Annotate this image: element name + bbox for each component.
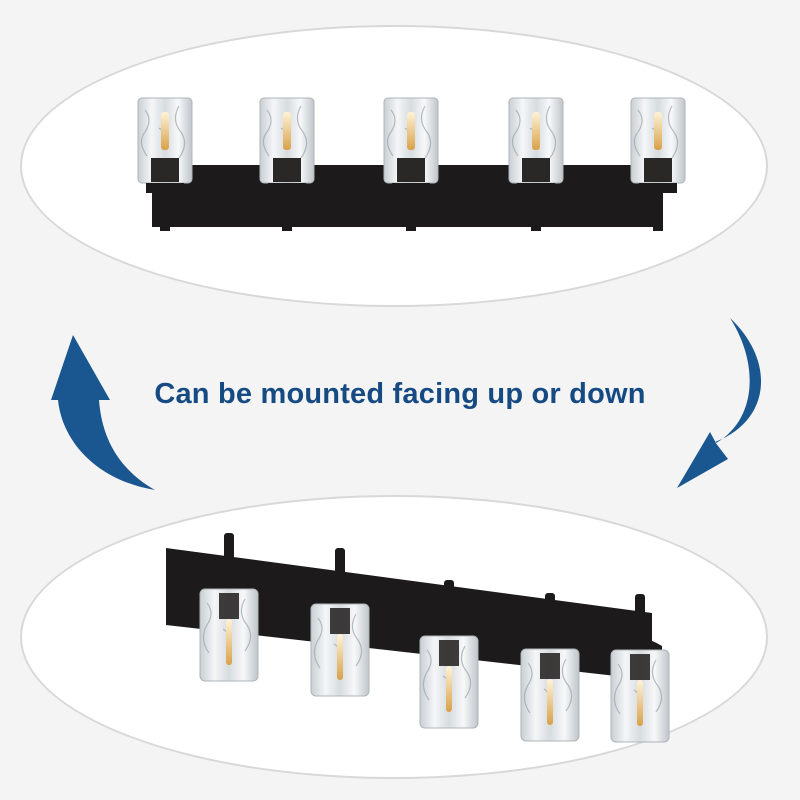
curved-arrow-down-icon: [677, 318, 762, 488]
mounting-caption: Can be mounted facing up or down: [154, 378, 646, 410]
curved-arrow-up-icon: [51, 335, 155, 490]
